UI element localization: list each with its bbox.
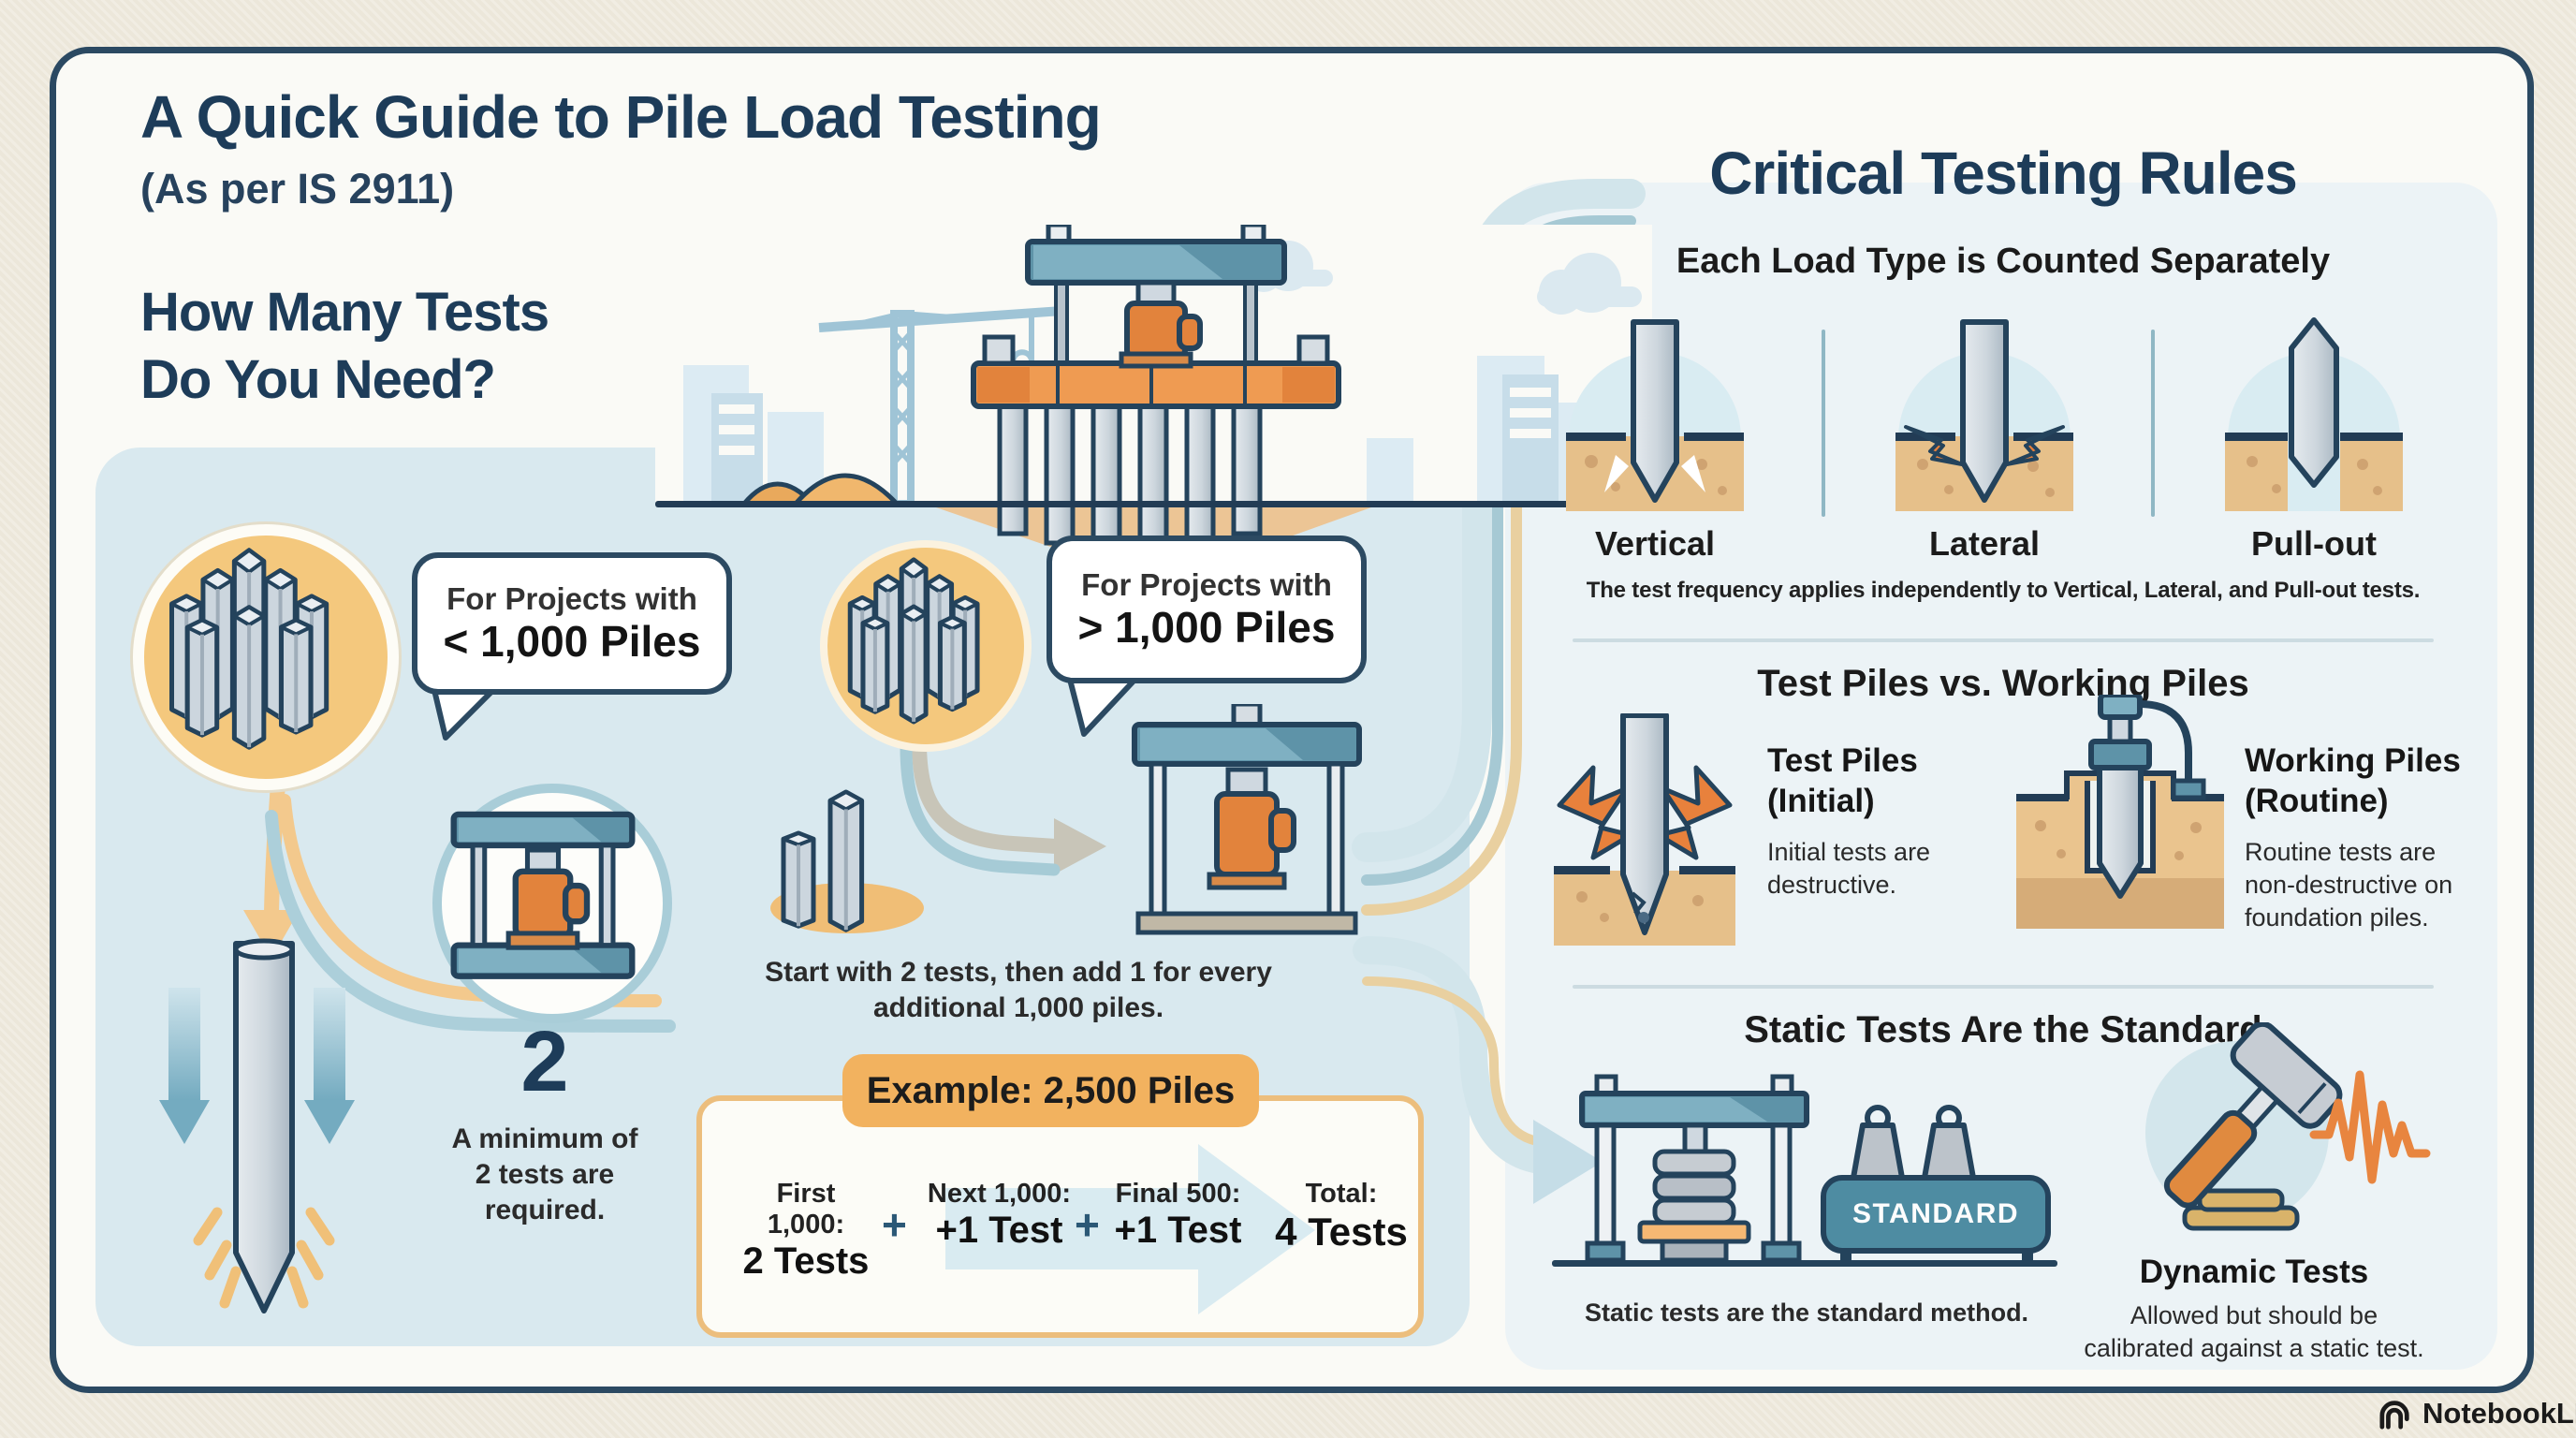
example-total-value: 4 Tests <box>1275 1210 1408 1254</box>
test-piles-desc-1: Initial tests are <box>1767 838 1931 866</box>
vertical-load-icon <box>1566 319 1744 511</box>
minimum-tests-note-1: A minimum of <box>451 1123 638 1154</box>
working-piles-title-1: Working Piles <box>2245 742 2461 779</box>
two-piles-icon <box>770 775 924 933</box>
type-label-vertical: Vertical <box>1594 524 1716 563</box>
example-plus-2: + <box>1075 1200 1100 1249</box>
speech-bubble-small-project: For Projects with < 1,000 Piles <box>412 552 732 695</box>
bubble-large-line1: For Projects with <box>1081 566 1332 602</box>
example-title-pill: Example: 2,500 Piles <box>842 1054 1259 1127</box>
working-pile-icon <box>2016 695 2224 929</box>
example-step-3: Final 500: +1 Test <box>1110 1179 1246 1252</box>
pile-cluster-icon-large <box>827 548 1009 729</box>
hydraulic-jack-icon <box>450 811 636 979</box>
minimum-tests-note-3: required. <box>484 1195 606 1225</box>
example-step-2-label: Next 1,000: <box>927 1179 1072 1209</box>
bubble-small-line2: < 1,000 Piles <box>443 616 701 666</box>
example-step-1-label: First 1,000: <box>767 1179 845 1240</box>
question-line-2: Do You Need? <box>140 349 496 410</box>
standard-badge: STANDARD <box>1852 1198 2020 1229</box>
type-label-lateral: Lateral <box>1928 524 2041 563</box>
speech-bubble-large-project: For Projects with > 1,000 Piles <box>1046 536 1367 683</box>
pile-group-circle-large <box>820 540 1032 752</box>
example-flow-arrow <box>945 1144 1315 1314</box>
dynamic-test-hammer-icon <box>2145 1022 2431 1231</box>
single-pile-driving-icon <box>159 938 355 1313</box>
load-test-frame-icon <box>1132 704 1362 935</box>
rules-title: Critical Testing Rules <box>1709 139 2298 207</box>
test-piles-title-2: (Initial) <box>1767 783 1875 819</box>
type-label-pullout: Pull-out <box>2251 524 2377 563</box>
type-divider-1 <box>1822 330 1825 517</box>
working-piles-desc-1: Routine tests are <box>2245 838 2437 866</box>
working-piles-desc-2: non-destructive on <box>2245 871 2453 899</box>
watermark: NotebookLM <box>2378 1397 2576 1431</box>
type-divider-2 <box>2151 330 2155 517</box>
watermark-brand: NotebookLM <box>2422 1397 2576 1430</box>
example-box: First 1,000: 2 Tests + Next 1,000: +1 Te… <box>696 1095 1424 1338</box>
example-step-2: Next 1,000: +1 Test <box>927 1179 1072 1252</box>
example-total: Total: 4 Tests <box>1271 1179 1412 1255</box>
static-heading: Static Tests Are the Standard <box>1744 1009 2262 1050</box>
example-total-label: Total: <box>1305 1179 1378 1209</box>
dynamic-tests-title: Dynamic Tests <box>2139 1254 2369 1290</box>
static-test-rig-icon <box>1552 1074 2057 1267</box>
large-project-rule-2: additional 1,000 piles. <box>872 992 1164 1023</box>
example-step-3-value: +1 Test <box>1114 1210 1242 1251</box>
example-step-1: First 1,000: 2 Tests <box>736 1179 876 1283</box>
load-types-caption: The test frequency applies independently… <box>1586 578 2421 603</box>
pile-kinds-heading: Test Piles vs. Working Piles <box>1757 663 2249 704</box>
construction-scene-illustration <box>655 225 1652 548</box>
question-line-1: How Many Tests <box>140 282 549 343</box>
page-subtitle: (As per IS 2911) <box>140 165 455 213</box>
pile-group-circle-small <box>133 524 399 790</box>
minimum-tests-note-2: 2 tests are <box>475 1159 615 1190</box>
working-piles-title-2: (Routine) <box>2245 783 2389 819</box>
large-project-rule-1: Start with 2 tests, then add 1 for every <box>765 957 1272 988</box>
test-piles-desc-2: destructive. <box>1767 871 1897 899</box>
section-separator-2 <box>1573 985 2434 989</box>
bubble-large-line2: > 1,000 Piles <box>1077 602 1336 652</box>
working-piles-desc-3: foundation piles. <box>2245 903 2429 932</box>
example-plus-1: + <box>882 1200 907 1249</box>
static-caption: Static tests are the standard method. <box>1584 1299 2029 1327</box>
bubble-small-line1: For Projects with <box>446 580 697 616</box>
notebooklm-logo-icon <box>2379 1401 2409 1430</box>
pile-cluster-icon <box>144 536 365 756</box>
section-separator-1 <box>1573 638 2434 642</box>
dynamic-tests-desc-1: Allowed but should be <box>2130 1301 2378 1329</box>
example-step-3-label: Final 500: <box>1115 1179 1241 1209</box>
jack-circle <box>432 784 672 1023</box>
example-step-1-value: 2 Tests <box>742 1240 870 1282</box>
lateral-load-icon <box>1895 319 2073 511</box>
pullout-load-icon <box>2225 317 2403 511</box>
test-pile-destructive-icon <box>1554 713 1735 946</box>
example-step-2-value: +1 Test <box>935 1210 1063 1251</box>
minimum-tests-count: 2 <box>520 1014 569 1109</box>
page-title: A Quick Guide to Pile Load Testing <box>140 83 1102 151</box>
dynamic-tests-desc-2: calibrated against a static test. <box>2084 1334 2424 1362</box>
test-piles-title-1: Test Piles <box>1767 742 1918 779</box>
load-types-heading: Each Load Type is Counted Separately <box>1676 242 2331 281</box>
